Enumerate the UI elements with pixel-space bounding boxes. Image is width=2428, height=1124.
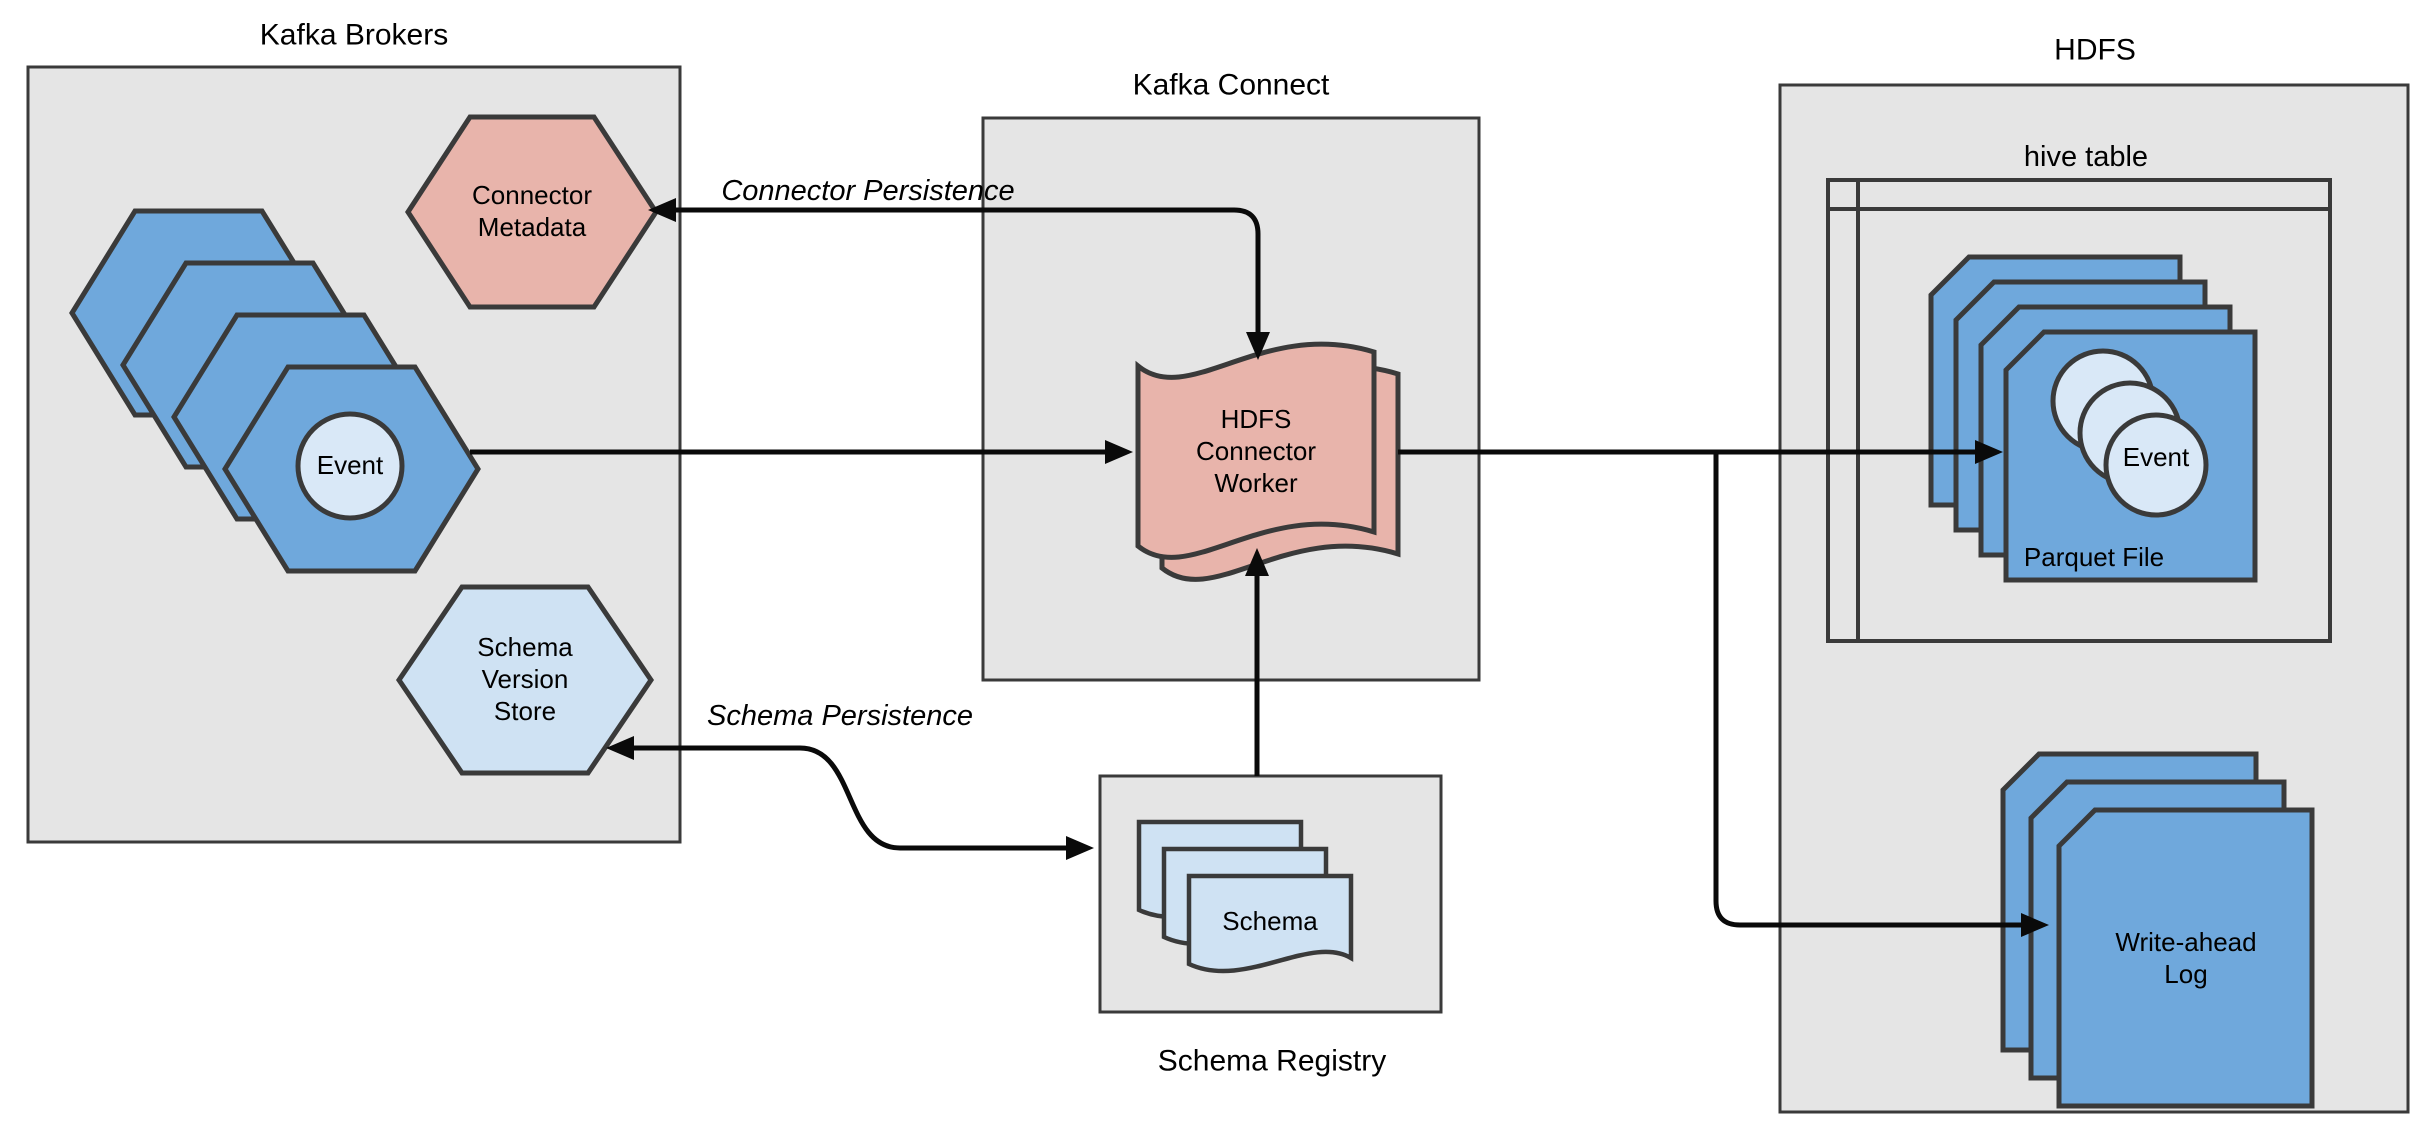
kafka-connect-title: Kafka Connect xyxy=(1132,68,1330,102)
edges xyxy=(470,198,2049,937)
arrowhead-left-icon xyxy=(648,198,676,222)
edge-worker-to-hdfs xyxy=(1398,440,2049,937)
parquet-file-label: Parquet File xyxy=(2023,542,2165,573)
kafka-brokers-title: Kafka Brokers xyxy=(259,18,449,52)
schema-registry-title: Schema Registry xyxy=(1157,1044,1387,1078)
arrowhead-left-icon xyxy=(606,736,634,760)
schema-version-store-label: Schema Version Store xyxy=(477,632,573,726)
parquet-event-circle-front xyxy=(2103,412,2209,518)
event-hexagon-stack xyxy=(69,208,481,574)
connector-metadata-label: Connector Metadata xyxy=(472,180,592,242)
hdfs-title: HDFS xyxy=(2054,33,2136,67)
hdfs-connector-worker-label: HDFS Connector Worker xyxy=(1196,404,1316,498)
edge-schema-persistence xyxy=(606,736,1094,860)
arrowhead-down-icon xyxy=(1246,332,1270,360)
worker-flag-front xyxy=(1135,341,1377,560)
arrowhead-right-icon xyxy=(1105,440,1133,464)
wal-front xyxy=(2056,807,2315,1109)
arrowhead-up-icon xyxy=(1245,548,1269,576)
connector-persistence-label: Connector Persistence xyxy=(721,175,1015,208)
parquet-file-stack xyxy=(1928,254,2258,583)
parquet-event-label: Event xyxy=(2122,442,2190,473)
schema-document-label: Schema xyxy=(1222,906,1318,937)
arrowhead-right-icon xyxy=(1066,836,1094,860)
write-ahead-log-label: Write-ahead Log xyxy=(2115,927,2257,989)
edge-registry-to-worker xyxy=(1245,548,1269,776)
hdfs-connector-worker-shape xyxy=(1135,341,1401,582)
schema-doc-front xyxy=(1186,873,1354,974)
hive-table-label: hive table xyxy=(2023,141,2149,174)
edge-connector-persistence xyxy=(648,198,1270,360)
edge-branch-to-wal xyxy=(1713,452,2023,928)
schema-persistence-label: Schema Persistence xyxy=(707,700,973,733)
edge-event-to-worker xyxy=(470,440,1133,464)
arrowhead-right-icon xyxy=(1975,440,2003,464)
event-circle xyxy=(295,411,405,521)
arrowhead-right-icon xyxy=(2021,913,2049,937)
schema-document-stack xyxy=(1136,819,1354,974)
schema-version-store-hexagon xyxy=(395,584,655,776)
write-ahead-log-stack xyxy=(2000,751,2315,1109)
event-topic-label: Event xyxy=(316,450,384,481)
